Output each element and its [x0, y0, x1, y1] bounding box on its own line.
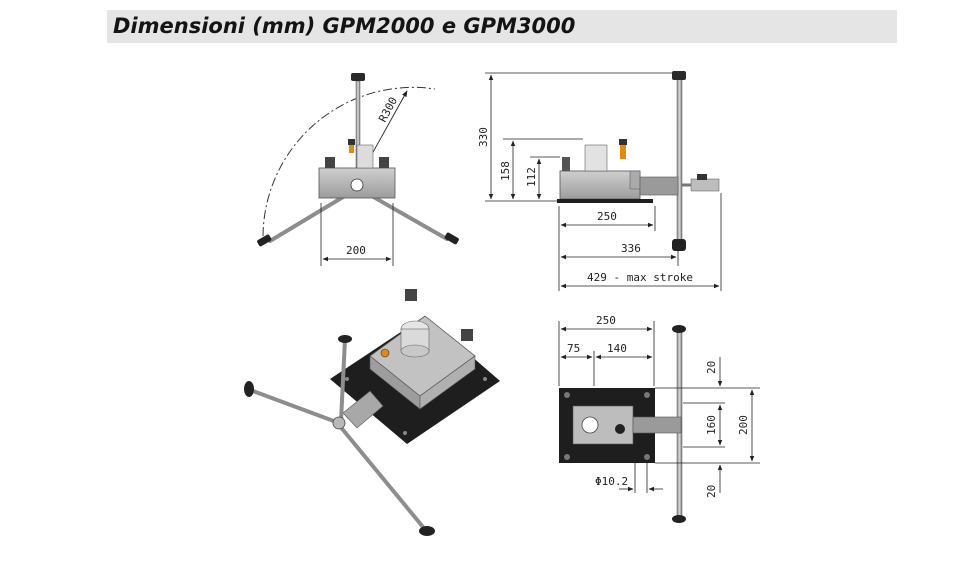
screw-left [325, 157, 335, 168]
valve-knob [348, 139, 355, 145]
port-hole [350, 178, 364, 192]
top-view: 250 75 140 Φ10.2 20 160 200 20 [558, 314, 760, 523]
side-cylinder [639, 176, 679, 196]
max-stroke-label: 429 - max stroke [587, 271, 693, 284]
total-height-label: 330 [477, 127, 490, 147]
top-offset-75-label: 75 [567, 342, 580, 355]
left-foot [257, 234, 272, 247]
margin-bottom-20-label: 20 [705, 485, 718, 498]
left-leg [268, 189, 355, 243]
side-view: 330 158 112 250 336 429 - max stroke [477, 71, 722, 291]
radius-arc [262, 86, 436, 237]
top-width-250-label: 250 [596, 314, 616, 327]
total-200-label: 200 [737, 415, 750, 435]
isometric-view [244, 289, 500, 536]
right-leg [361, 189, 449, 241]
iso-cylinder [342, 390, 384, 429]
mid-160-label: 160 [705, 415, 718, 435]
screw-right [379, 157, 389, 168]
hole-diameter-label: Φ10.2 [595, 475, 628, 488]
reservoir [356, 144, 374, 169]
front-view: R300 200 [257, 73, 459, 266]
right-foot [444, 232, 459, 245]
iso-brass-fitting [380, 348, 390, 358]
brass-fitting [349, 145, 354, 153]
top-spacing-140-label: 140 [607, 342, 627, 355]
side-reservoir [584, 144, 608, 172]
side-rod [676, 78, 683, 245]
margin-top-20-label: 20 [705, 361, 718, 374]
section-title: Dimensioni (mm) GPM2000 e GPM3000 [113, 14, 576, 38]
side-body [559, 170, 641, 200]
section-title-bar: Dimensioni (mm) GPM2000 e GPM3000 [107, 10, 897, 43]
technical-drawing: R300 200 [235, 61, 763, 547]
iso-rod-hub [332, 416, 346, 430]
height-112-label: 112 [525, 167, 538, 187]
base-length-label: 250 [597, 210, 617, 223]
width-label: 200 [346, 244, 366, 257]
side-base-plate [557, 199, 653, 203]
rod-knob [351, 73, 365, 81]
height-158-label: 158 [499, 161, 512, 181]
body-length-label: 336 [621, 242, 641, 255]
